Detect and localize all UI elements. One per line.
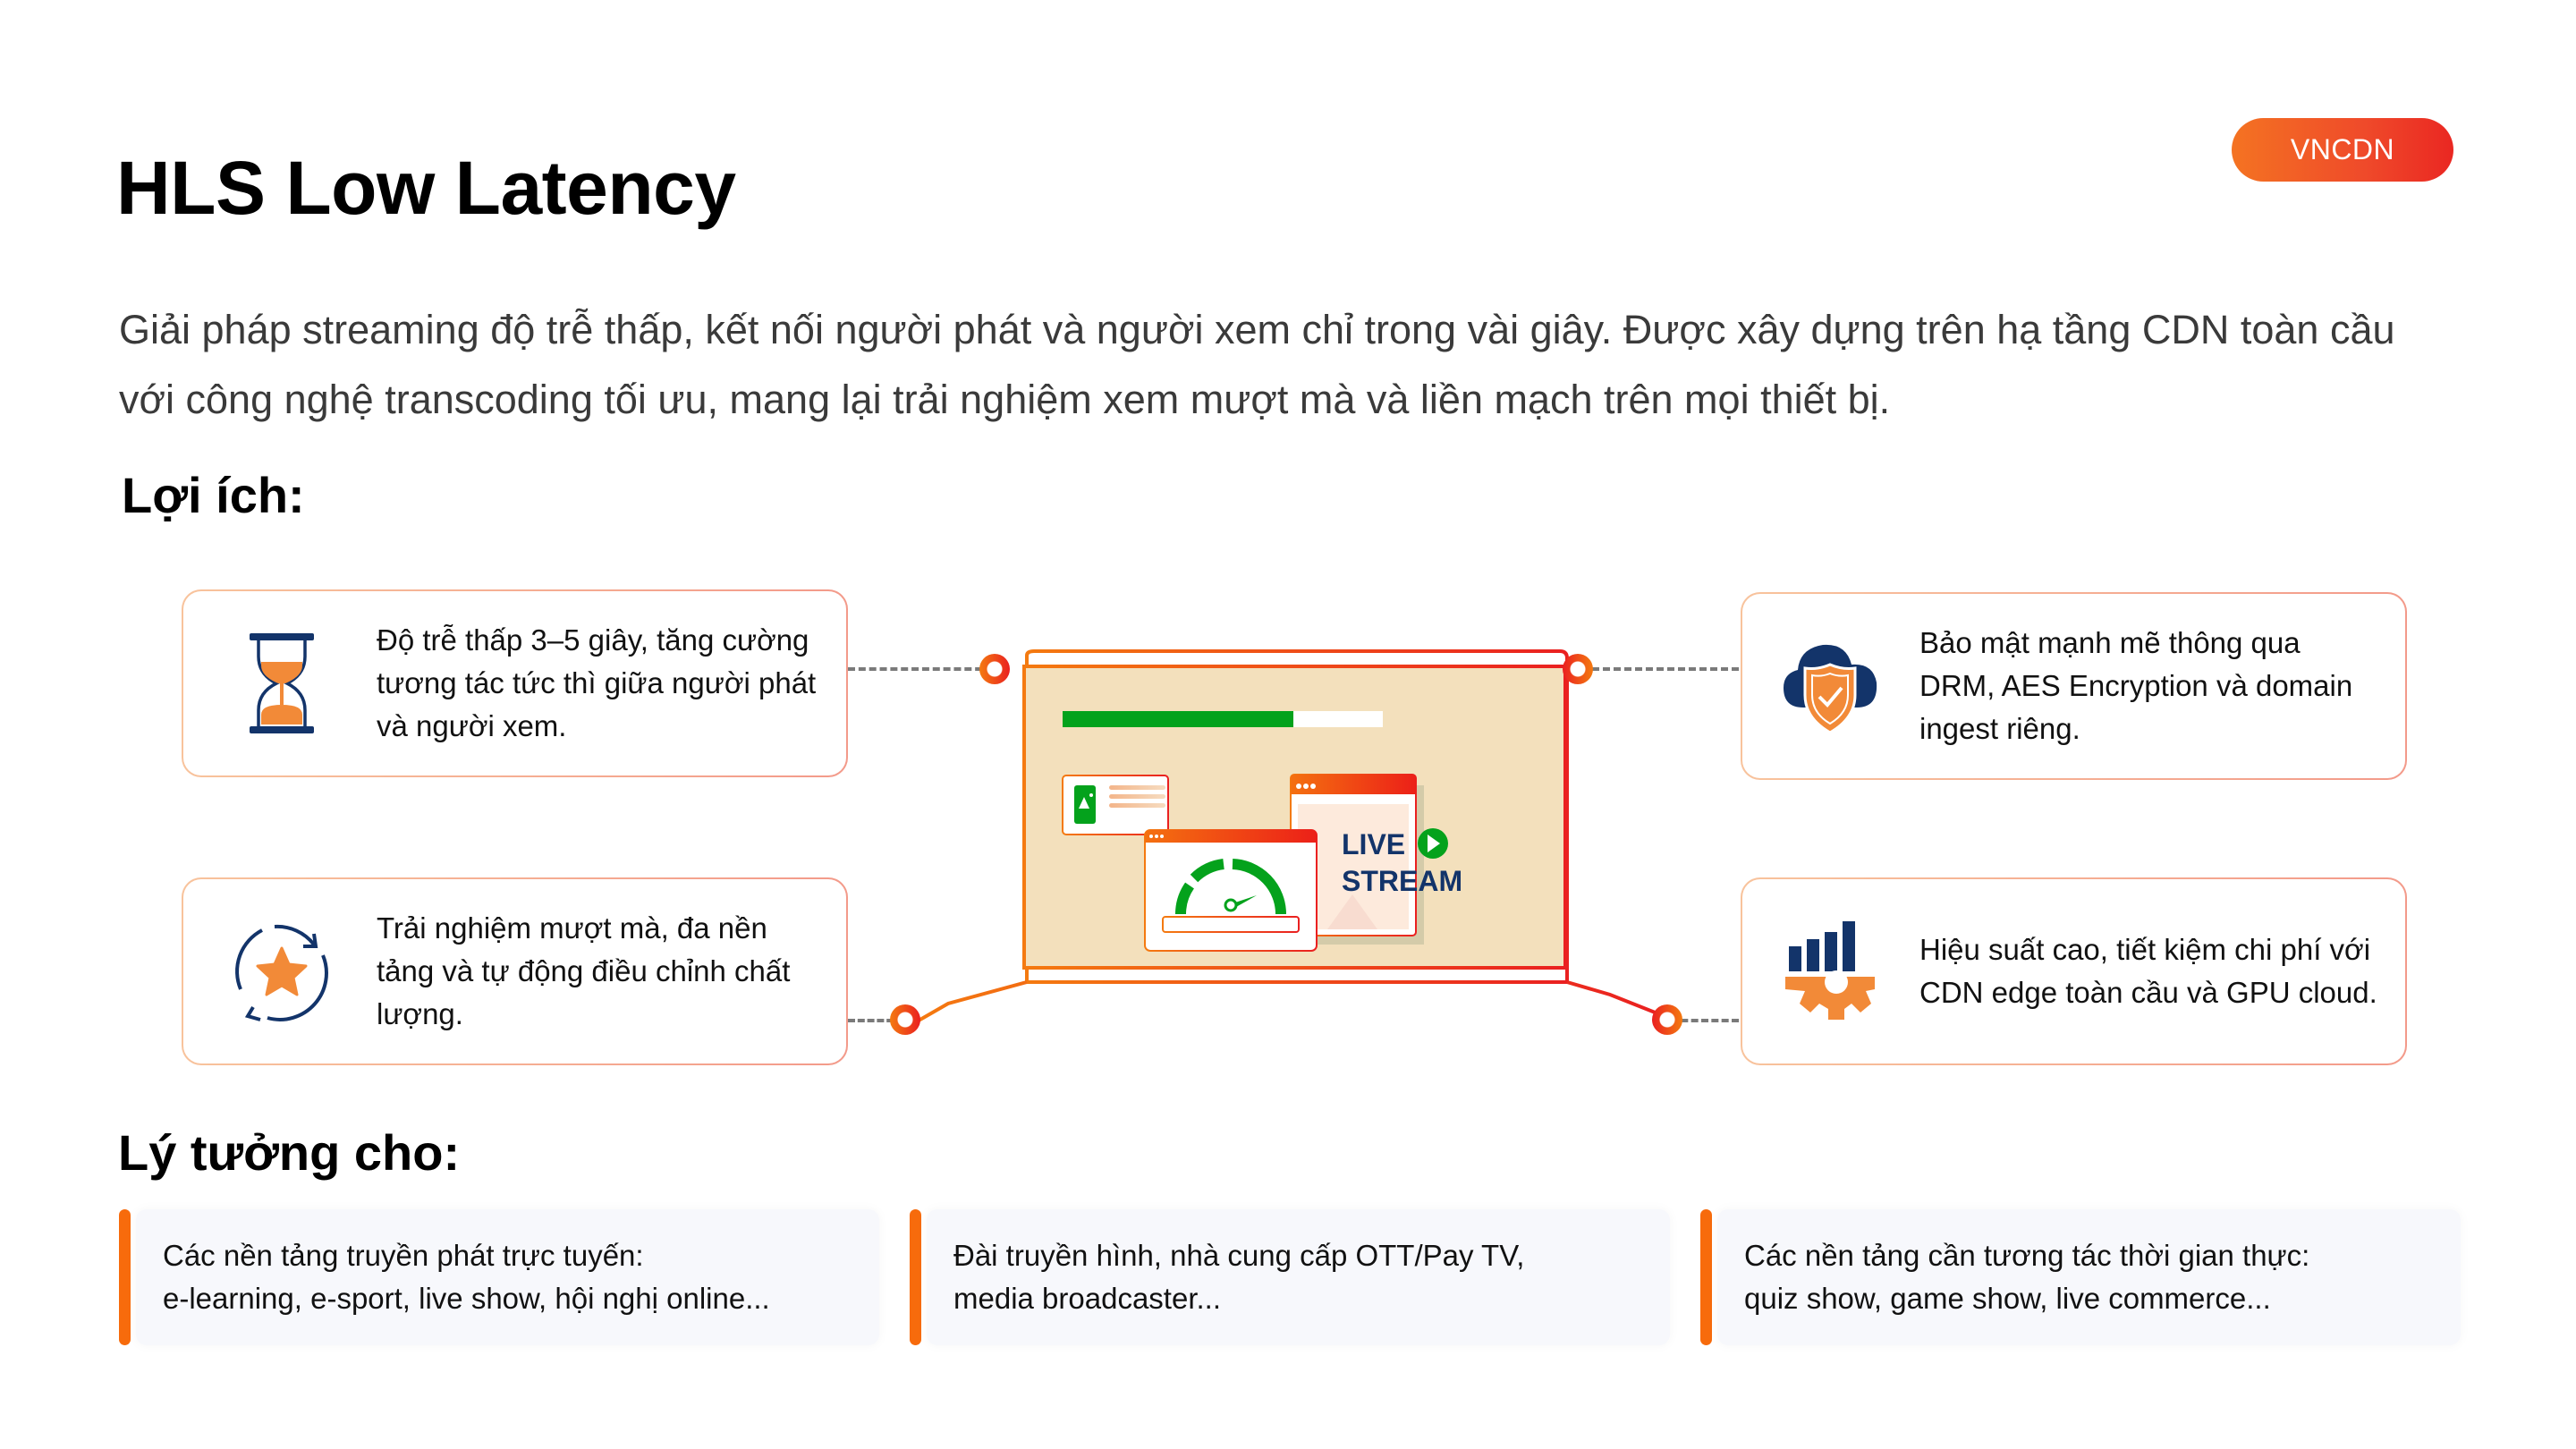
benefit-card-low-latency: Độ trễ thấp 3–5 giây, tăng cường tương t…	[182, 589, 848, 777]
connector-line-top-left	[848, 667, 993, 671]
benefit-card-performance: Hiệu suất cao, tiết kiệm chi phí với CDN…	[1741, 877, 2407, 1065]
benefit-text: Bảo mật mạnh mẽ thông qua DRM, AES Encry…	[1919, 626, 2353, 745]
connector-line-bottom-left	[848, 1019, 903, 1022]
ideal-line-2: media broadcaster...	[953, 1282, 1221, 1315]
benefit-card-security: Bảo mật mạnh mẽ thông qua DRM, AES Encry…	[1741, 592, 2407, 780]
ideal-card-realtime-interaction: Các nền tảng cần tương tác thời gian thự…	[1700, 1209, 2461, 1345]
refresh-star-icon	[219, 909, 344, 1034]
ideal-line-2: e-learning, e-sport, live show, hội nghị…	[163, 1282, 770, 1315]
ideal-line-2: quiz show, game show, live commerce...	[1744, 1282, 2271, 1315]
ideal-line-1: Các nền tảng cần tương tác thời gian thự…	[1744, 1239, 2310, 1272]
connector-node-bottom-right	[1652, 1004, 1682, 1035]
cloud-shield-check-icon	[1767, 623, 1893, 749]
brand-badge: VNCDN	[2232, 118, 2453, 182]
connector-node-top-left	[979, 654, 1010, 684]
benefit-text: Trải nghiệm mượt mà, đa nền tảng và tự đ…	[377, 911, 791, 1030]
bar-chart-gear-icon	[1767, 909, 1893, 1034]
benefits-heading: Lợi ích:	[122, 467, 305, 523]
ideal-card-streaming-platforms: Các nền tảng truyền phát trực tuyến: e-l…	[119, 1209, 879, 1345]
benefit-text: Hiệu suất cao, tiết kiệm chi phí với CDN…	[1919, 933, 2377, 1009]
ideal-for-heading: Lý tưởng cho:	[118, 1124, 461, 1181]
svg-text:STREAM: STREAM	[1342, 865, 1462, 897]
connector-line-top-right	[1581, 667, 1739, 671]
hourglass-icon	[219, 621, 344, 746]
connector-line-bottom-right	[1671, 1019, 1739, 1022]
connector-node-bottom-left	[890, 1004, 920, 1035]
accent-bar	[910, 1209, 921, 1345]
svg-text:LIVE: LIVE	[1342, 828, 1405, 860]
benefit-card-smooth-experience: Trải nghiệm mượt mà, đa nền tảng và tự đ…	[182, 877, 848, 1065]
ideal-line-1: Đài truyền hình, nhà cung cấp OTT/Pay TV…	[953, 1239, 1525, 1272]
accent-bar	[119, 1209, 131, 1345]
accent-bar	[1700, 1209, 1712, 1345]
ideal-card-broadcasters: Đài truyền hình, nhà cung cấp OTT/Pay TV…	[910, 1209, 1670, 1345]
ideal-line-1: Các nền tảng truyền phát trực tuyến:	[163, 1239, 644, 1272]
page-description: Giải pháp streaming độ trễ thấp, kết nối…	[119, 307, 2395, 422]
connector-node-top-right	[1563, 654, 1593, 684]
page-title: HLS Low Latency	[116, 146, 736, 230]
benefit-text: Độ trễ thấp 3–5 giây, tăng cường tương t…	[377, 623, 817, 742]
